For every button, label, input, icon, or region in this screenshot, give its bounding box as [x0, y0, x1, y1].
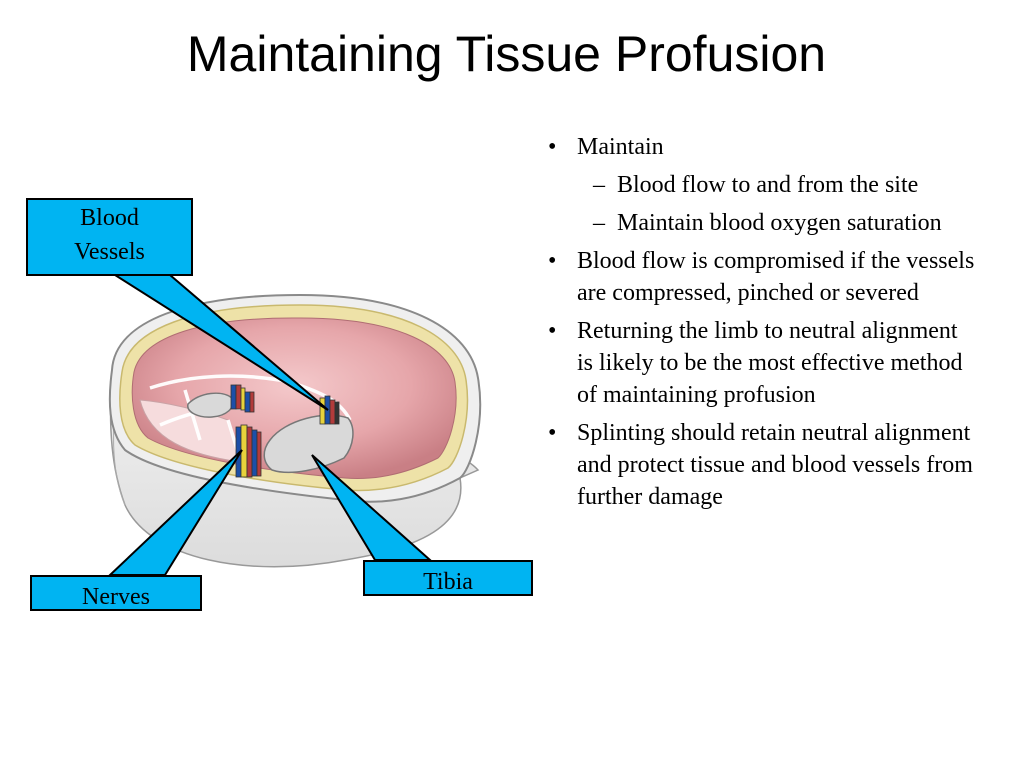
tibia-callout: Tibia	[363, 560, 533, 596]
blood-vessels-label-line1: Blood	[80, 205, 139, 231]
bullet-maintain: Maintain	[548, 131, 978, 163]
tibia-bone	[263, 414, 354, 474]
sub-bullet-blood-flow: Blood flow to and from the site	[548, 169, 978, 201]
slide-title: Maintaining Tissue Profusion	[186, 26, 827, 82]
blood-vessels-label-line2: Vessels	[74, 239, 145, 265]
nerves-label: Nerves	[82, 584, 150, 610]
nerves-callout: Nerves	[30, 575, 202, 611]
sub-bullet-oxygen-saturation: Maintain blood oxygen saturation	[548, 207, 978, 239]
bullet-list: Maintain Blood flow to and from the site…	[548, 131, 978, 519]
bullet-compromised: Blood flow is compromised if the vessels…	[548, 245, 978, 309]
blood-vessels-callout: Blood Vessels	[26, 198, 193, 276]
fibula-bone	[187, 392, 234, 418]
vessel-bundle-fibular	[230, 384, 255, 413]
tibia-label: Tibia	[423, 569, 473, 595]
bullet-splinting: Splinting should retain neutral alignmen…	[548, 417, 978, 513]
bullet-neutral-alignment: Returning the limb to neutral alignment …	[548, 315, 978, 411]
